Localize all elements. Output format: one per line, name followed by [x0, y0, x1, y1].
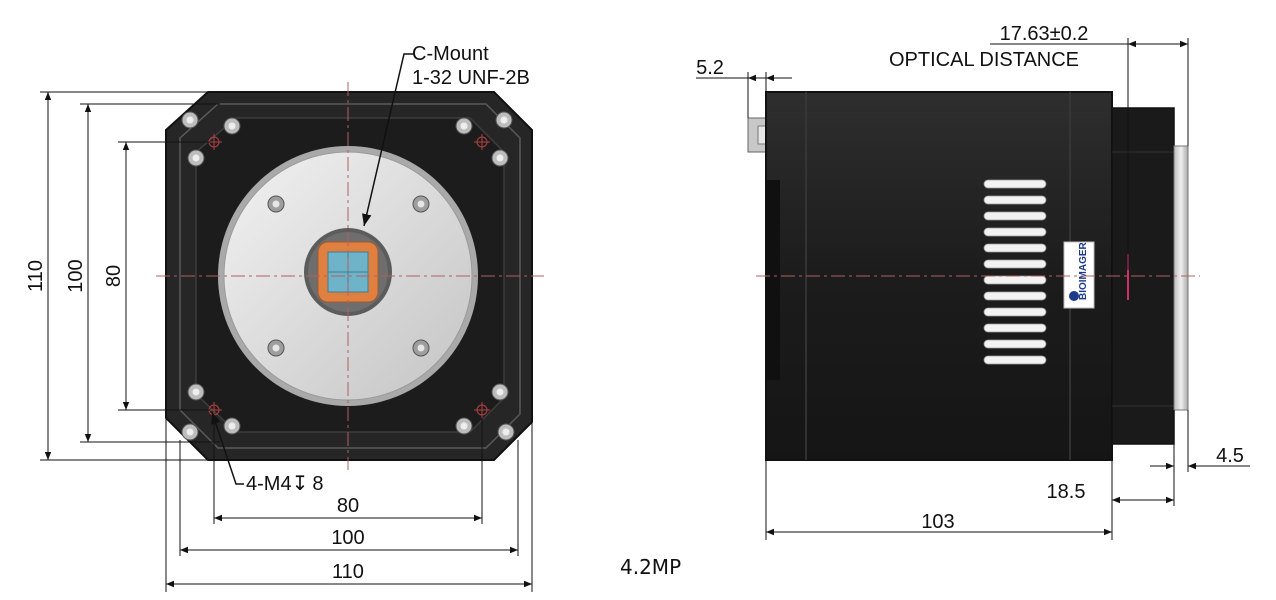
- front-view: C-Mount 1-32 UNF-2B 4-M4↧8 110 100 80: [25, 43, 544, 592]
- mount-label-line2: 1-32 UNF-2B: [412, 67, 530, 89]
- dim-connector: 5.2: [696, 57, 724, 79]
- plate-screws: [267, 195, 430, 357]
- side-flange: [1173, 145, 1189, 411]
- corner-screws: [181, 111, 515, 441]
- front-centerlines: [156, 82, 544, 470]
- cooling-fins: [983, 179, 1047, 365]
- side-dims: [696, 38, 1250, 540]
- dim-body-length: 103: [921, 511, 954, 533]
- front-vertical-dims: [40, 91, 240, 461]
- optical-distance-value: 17.63±0.2: [1000, 23, 1089, 45]
- dim-flange: 4.5: [1216, 445, 1244, 467]
- mount-leader: [362, 53, 414, 227]
- dim-width-inner: 80: [337, 495, 359, 517]
- dim-height-mid: 100: [65, 259, 87, 292]
- side-view: BIOIMAGER: [696, 23, 1250, 540]
- svg-text:BIOIMAGER: BIOIMAGER: [1078, 241, 1089, 300]
- dim-front-section: 18.5: [1047, 481, 1086, 503]
- optical-distance-label: OPTICAL DISTANCE: [889, 49, 1079, 71]
- dim-height-inner: 80: [103, 265, 125, 287]
- dim-width-outer: 110: [332, 561, 364, 583]
- depth-symbol: ↧: [292, 473, 309, 495]
- screw-note: 4-M4↧8: [246, 473, 323, 495]
- front-horizontal-dims: [165, 418, 533, 592]
- dim-height-outer: 110: [25, 260, 47, 292]
- brand-logo: BIOIMAGER: [1063, 241, 1095, 309]
- model-caption: 4.2MP: [620, 555, 681, 579]
- screw-leader: [211, 411, 244, 485]
- mount-label-line1: C-Mount: [412, 43, 489, 65]
- dim-width-mid: 100: [331, 527, 364, 549]
